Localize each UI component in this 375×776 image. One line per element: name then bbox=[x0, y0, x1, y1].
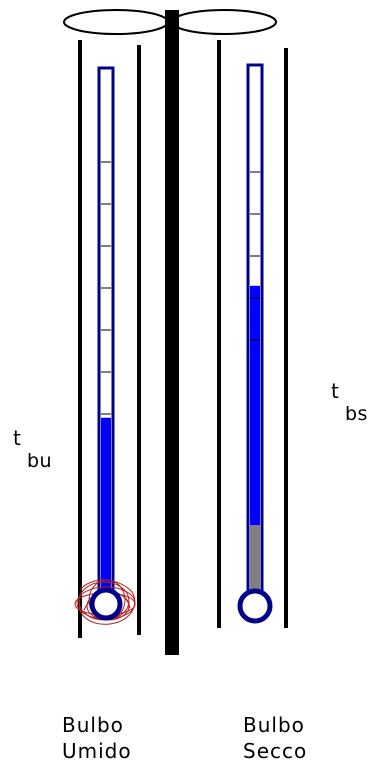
wet-caption-line-2: Umido bbox=[62, 739, 132, 763]
dry-thermometer-stem bbox=[250, 525, 260, 595]
wet-temperature-subscript: bu bbox=[27, 450, 53, 472]
propeller-blade-right bbox=[171, 9, 277, 35]
wet-bulb-caption: Bulbo Umido bbox=[62, 715, 132, 761]
dry-bulb-temperature-label: t bs bbox=[331, 381, 368, 424]
dry-bulb-caption: Bulbo Secco bbox=[243, 715, 307, 761]
dry-caption-line-1: Bulbo bbox=[243, 713, 305, 737]
wet-thermometer-mercury bbox=[101, 417, 111, 590]
wet-thermometer-scale bbox=[101, 161, 111, 415]
propeller-blade-left bbox=[63, 9, 169, 35]
dry-thermometer-mercury bbox=[250, 285, 260, 525]
wet-thermometer-bulb bbox=[89, 587, 123, 621]
propeller-icon bbox=[63, 9, 277, 35]
dry-thermometer-scale bbox=[250, 171, 260, 341]
dry-caption-line-2: Secco bbox=[243, 739, 308, 763]
wet-temperature-symbol: t bbox=[13, 426, 22, 450]
central-shaft bbox=[165, 10, 179, 655]
dry-temperature-symbol: t bbox=[331, 379, 340, 403]
wet-bulb-temperature-label: t bu bbox=[13, 428, 52, 471]
dry-thermometer-bulb bbox=[237, 588, 273, 624]
wet-caption-line-1: Bulbo bbox=[62, 713, 124, 737]
dry-bulb-thermometer bbox=[237, 63, 273, 624]
dry-temperature-subscript: bs bbox=[345, 403, 368, 425]
wet-bulb-thermometer bbox=[74, 66, 136, 625]
